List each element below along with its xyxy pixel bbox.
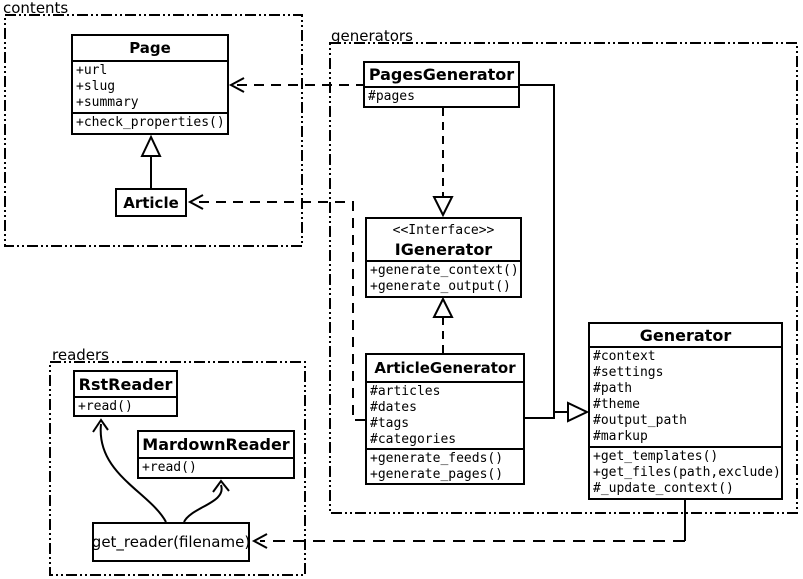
class-mardownreader-methods: +read() [139,457,293,477]
attribute: #output_path [593,413,687,428]
realization-pagesgenerator-to-igenerator [432,108,454,218]
contents-package-label: contents [3,0,69,17]
attribute: #articles [370,384,441,399]
generators-package-label: generators [331,27,413,45]
generators-package-border [329,42,798,514]
class-generator-attributes: #context #settings #path #theme #output_… [590,346,781,446]
attribute: #settings [593,365,664,380]
attribute: +summary [76,95,139,110]
class-pagesgenerator: PagesGenerator #pages [363,61,520,108]
attribute: #context [593,349,656,364]
attribute: #categories [370,432,457,447]
class-generator-name: Generator [639,325,732,345]
interface-igenerator-methods: +generate_context() +generate_output() [367,260,520,296]
attribute: +url [76,63,108,78]
class-generator-methods: +get_templates() +get_files(path,exclude… [590,446,781,498]
attribute: +slug [76,79,116,94]
inheritance-article-to-page [140,134,162,188]
method: +get_templates() [593,449,719,464]
realization-articlegenerator-to-igenerator [432,296,454,353]
readers-package-label: readers [52,346,109,364]
class-articlegenerator-attributes: #articles #dates #tags #categories [367,381,523,448]
class-page-methods: +check_properties() [73,112,227,133]
method: #_update_context() [593,481,734,496]
method: +generate_output() [370,279,511,294]
class-article-name: Article [123,193,179,212]
attribute: #theme [593,397,640,412]
dependency-generator-to-getreader [251,500,686,549]
inheritance-articlegenerator-to-generator [525,401,590,423]
attribute: #path [593,381,633,396]
method: +generate_pages() [370,467,504,482]
interface-igenerator: <<Interface>> IGenerator +generate_conte… [365,217,522,298]
dependency-articlegenerator-to-article [187,194,365,421]
class-mardownreader: MardownReader +read() [137,430,295,479]
arrow-getreader-to-rstreader [92,418,167,523]
class-rstreader-methods: +read() [75,396,176,415]
interface-stereotype: <<Interface>> [392,223,495,238]
class-articlegenerator-methods: +generate_feeds() +generate_pages() [367,448,523,483]
class-articlegenerator-name: ArticleGenerator [374,359,516,377]
class-article: Article [115,188,187,217]
node-get-reader: get_reader(filename) [92,522,250,562]
method: +get_files(path,exclude) [593,465,781,480]
interface-igenerator-name: IGenerator [394,239,493,259]
readers-package-border [49,361,306,576]
class-pagesgenerator-name: PagesGenerator [368,65,515,84]
class-page-name: Page [129,39,171,57]
attribute: #dates [370,400,417,415]
contents-package-border [4,14,303,247]
class-rstreader-name: RstReader [78,374,173,394]
attribute: #pages [368,89,415,104]
attribute: #tags [370,416,410,431]
method: +read() [142,460,197,475]
method: +generate_context() [370,263,519,278]
arrow-getreader-to-mardownreader [183,479,230,523]
class-pagesgenerator-attributes: #pages [365,86,518,106]
method: +read() [78,399,133,414]
attribute: #markup [593,429,648,444]
method: +generate_feeds() [370,451,504,466]
class-page: Page +url +slug +summary +check_properti… [71,34,229,135]
class-page-attributes: +url +slug +summary [73,60,227,112]
class-generator: Generator #context #settings #path #them… [588,322,783,500]
dependency-pagesgenerator-to-page [228,77,363,93]
class-articlegenerator: ArticleGenerator #articles #dates #tags … [365,353,525,485]
class-mardownreader-name: MardownReader [142,435,290,454]
inheritance-pagesgenerator-to-generator [520,84,568,413]
method: +check_properties() [76,115,225,130]
class-rstreader: RstReader +read() [73,370,178,417]
